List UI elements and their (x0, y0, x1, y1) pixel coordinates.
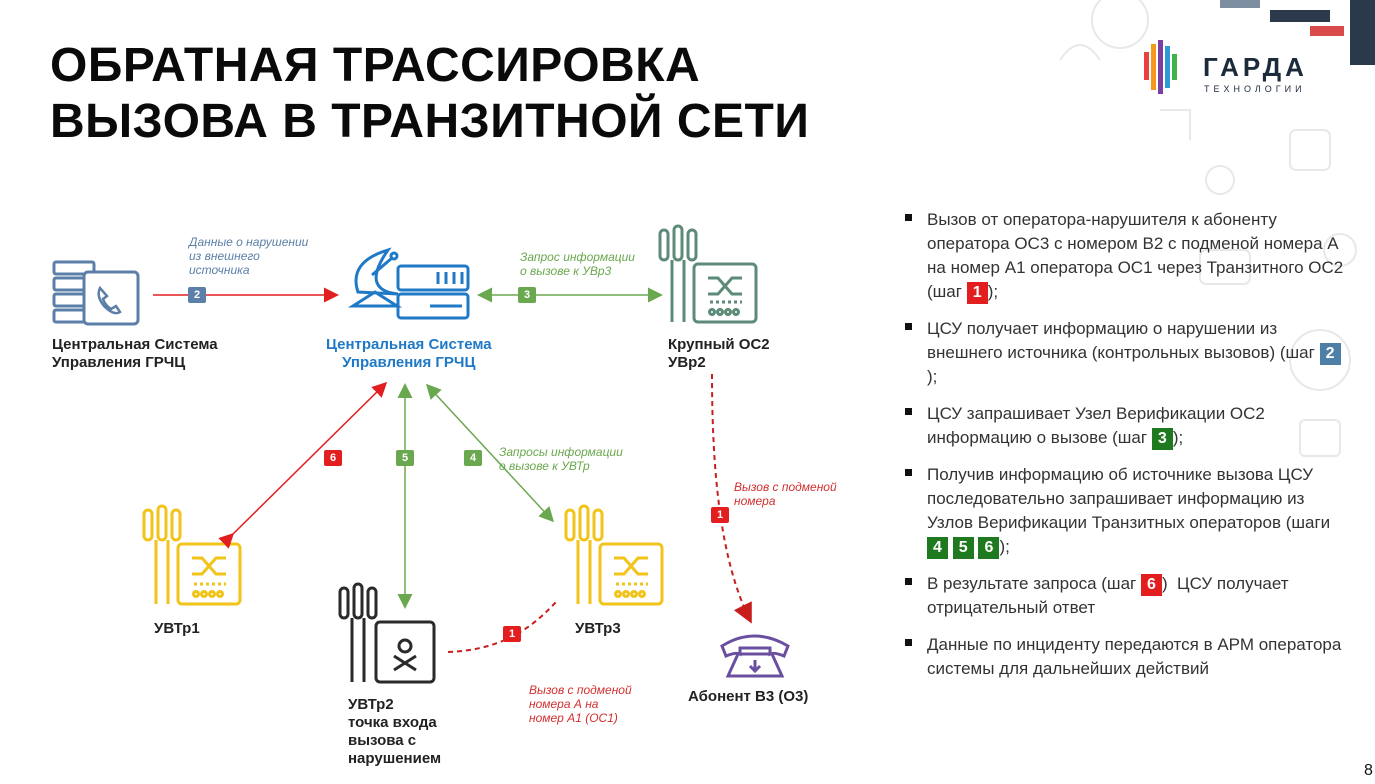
bullet-text: ); (927, 367, 938, 386)
bullet-text: В результате запроса (шаг (927, 574, 1141, 593)
step-badge-3: 3 (518, 287, 536, 303)
note-spoofed-call-a: Вызов с подменой номера А на номер А1 (О… (529, 683, 632, 725)
step-badge-4: 4 (464, 450, 482, 466)
logo-name: ГАРДА (1203, 52, 1308, 82)
list-item: Получив информацию об источнике вызова Ц… (905, 463, 1345, 559)
logo-subtitle: ТЕХНОЛОГИИ (1204, 84, 1306, 94)
note-spoofed-call: Вызов с подменой номера (734, 480, 837, 508)
step-chip: 1 (966, 281, 988, 304)
node-label-uvtr3: УВТр3 (575, 620, 621, 637)
node-label-uvtr1: УВТр1 (154, 620, 200, 637)
garda-logo-mark (1144, 40, 1177, 94)
step-chip: 3 (1151, 427, 1173, 450)
list-item: В результате запроса (шаг 6) ЦСУ получае… (905, 572, 1345, 620)
node-label-uvtr2: УВТр2 точка входа вызова с нарушением (348, 696, 442, 767)
node-label-csu-main: Центральная Система Управления ГРЧЦ (326, 336, 492, 371)
tower-switch-icon-uvtr1 (142, 504, 242, 606)
slide-title: ОБРАТНАЯ ТРАССИРОВКА ВЫЗОВА В ТРАНЗИТНОЙ… (50, 38, 809, 150)
step-chip: 6 (978, 536, 1000, 559)
note-requests-uvtr: Запросы информации о вызове к УВТр (499, 445, 623, 473)
list-item: ЦСУ запрашивает Узел Верификации ОС2 инф… (905, 402, 1345, 450)
steps-list: Вызов от оператора-нарушителя к абоненту… (905, 208, 1345, 694)
bullet-text: ); (999, 537, 1010, 556)
bullet-text: ); (1172, 428, 1184, 447)
step-chip: 6 (1140, 573, 1162, 596)
node-label-os2: Крупный ОС2 УВр2 (668, 336, 770, 371)
step-chip: 2 (1319, 342, 1341, 365)
telephone-icon (720, 634, 790, 678)
step-badge-1-uvtr: 1 (503, 626, 521, 642)
bullet-text: ЦСУ запрашивает Узел Верификации ОС2 инф… (927, 404, 1265, 447)
edge-4-arrow (425, 383, 555, 523)
background-pattern (1059, 0, 1375, 457)
edge-1-spoof-path (447, 601, 557, 653)
note-violation-data: Данные о нарушении из внешнего источника (189, 235, 309, 277)
tower-pirate-icon-uvtr2 (338, 582, 436, 684)
step-badge-6: 6 (324, 450, 342, 466)
step-chip: 4 (927, 536, 948, 559)
step-badge-1-os2: 1 (711, 507, 729, 523)
node-label-csu-external: Центральная Система Управления ГРЧЦ (52, 336, 218, 371)
step-chip: 5 (952, 536, 974, 559)
bullet-text: Данные по инциденту передаются в АРМ опе… (927, 635, 1342, 678)
step-badge-2: 2 (188, 287, 206, 303)
tower-switch-icon-os2 (658, 224, 758, 324)
bullet-text: ); (987, 282, 999, 301)
list-item: ЦСУ получает информацию о нарушении из в… (905, 317, 1345, 389)
page-number: 8 (1364, 762, 1373, 779)
note-request-uvr3: Запрос информации о вызове к УВр3 (520, 250, 635, 278)
server-phone-icon (52, 260, 140, 326)
title-line-1: ОБРАТНАЯ ТРАССИРОВКА (50, 39, 701, 92)
step-badge-5: 5 (396, 450, 414, 466)
tower-switch-icon-uvtr3 (564, 504, 664, 606)
network-diagram (52, 224, 790, 684)
bullet-text: Получив информацию об источнике вызова Ц… (927, 465, 1331, 532)
node-label-subscriber: Абонент В3 (О3) (688, 688, 809, 705)
satellite-server-icon (347, 247, 470, 320)
title-line-2: ВЫЗОВА В ТРАНЗИТНОЙ СЕТИ (50, 95, 810, 148)
list-item: Данные по инциденту передаются в АРМ опе… (905, 633, 1345, 681)
edge-6-arrow (218, 381, 388, 549)
bullet-text: ) ЦСУ получает отрицательный ответ (927, 574, 1294, 617)
list-item: Вызов от оператора-нарушителя к абоненту… (905, 208, 1345, 304)
bullet-text: Вызов от оператора-нарушителя к абоненту… (927, 210, 1344, 301)
bullet-text: ЦСУ получает информацию о нарушении из в… (927, 319, 1320, 362)
